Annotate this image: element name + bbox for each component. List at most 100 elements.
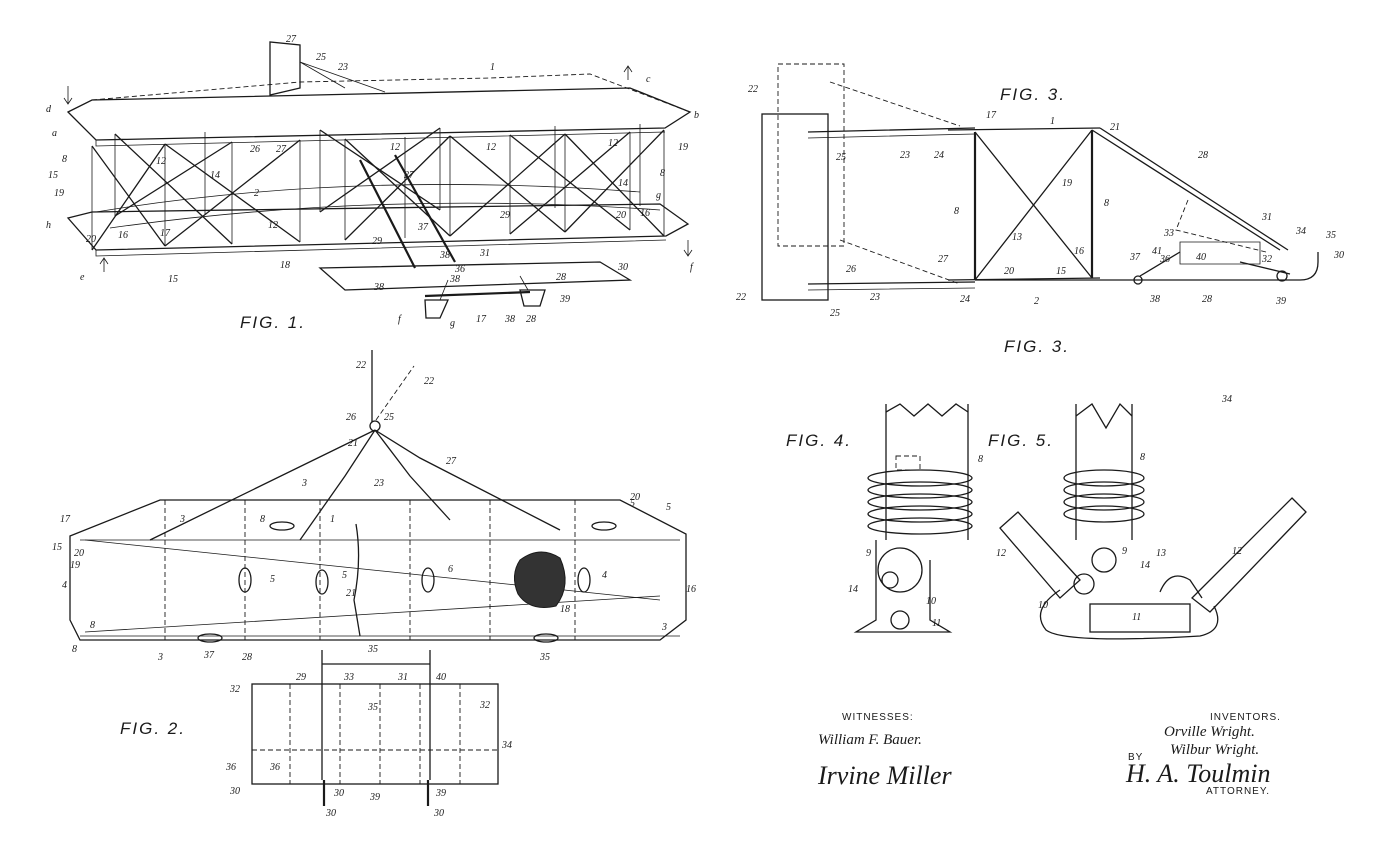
reference-numeral: 32 (479, 700, 490, 711)
reference-numeral: 23 (870, 292, 880, 303)
reference-numeral: f (398, 314, 402, 325)
reference-numeral: 12 (608, 138, 618, 149)
signatures-block: WITNESSES: William F. Bauer. Irvine Mill… (817, 712, 1280, 797)
fig5-lashing (1063, 469, 1145, 523)
fig5-caption: FIG. 5. (988, 431, 1054, 450)
reference-numeral: 36 (269, 762, 280, 773)
reference-numeral: 17 (160, 228, 171, 239)
witness-1-signature: William F. Bauer. (818, 732, 922, 748)
reference-numeral: 19 (70, 560, 80, 571)
reference-numeral: 19 (1062, 178, 1072, 189)
reference-numeral: 30 (333, 788, 344, 799)
reference-numeral: 30 (325, 808, 336, 819)
reference-numeral: g (656, 190, 661, 201)
reference-numeral: 5 (630, 498, 635, 509)
reference-numeral: 26 (250, 144, 260, 155)
reference-numeral: 30 (1333, 250, 1344, 261)
reference-numeral: g (450, 318, 455, 329)
reference-numeral: 35 (539, 652, 550, 663)
reference-numeral: 12 (1232, 546, 1242, 557)
reference-numeral: 37 (417, 222, 429, 233)
reference-numeral: 20 (86, 234, 96, 245)
reference-numeral: 28 (526, 314, 536, 325)
reference-numeral: 4 (602, 570, 607, 581)
reference-numeral: 32 (229, 684, 240, 695)
reference-numeral: 5 (666, 502, 671, 513)
fig5-strut-right (1191, 497, 1307, 613)
reference-numeral: 8 (1104, 198, 1109, 209)
reference-numeral: 5 (342, 570, 347, 581)
reference-numeral: 16 (640, 208, 650, 219)
reference-numeral: 14 (1140, 560, 1150, 571)
reference-numeral: 38 (1149, 294, 1160, 305)
reference-numeral: 20 (630, 492, 640, 503)
reference-numeral: 28 (242, 652, 252, 663)
inventor-1-signature: Orville Wright. (1164, 724, 1255, 740)
reference-numeral: 16 (1074, 246, 1084, 257)
reference-numeral: 9 (1122, 546, 1127, 557)
reference-numeral: 29 (372, 236, 382, 247)
fig2-torn-patch (514, 551, 566, 608)
reference-numeral: 27 (938, 254, 949, 265)
reference-numeral: 23 (900, 150, 910, 161)
reference-numeral: 34 (1221, 394, 1232, 405)
reference-numeral: 28 (1202, 294, 1212, 305)
reference-numeral: 15 (168, 274, 178, 285)
fig1-rudder (269, 41, 301, 96)
reference-numeral: 28 (556, 272, 566, 283)
attorney-label: ATTORNEY. (1206, 786, 1270, 797)
reference-numeral: 20 (616, 210, 626, 221)
reference-numeral: 22 (356, 360, 366, 371)
reference-numeral: 36 (225, 762, 236, 773)
fig1-lever (359, 154, 456, 269)
reference-numeral: 24 (934, 150, 944, 161)
reference-numeral: 20 (74, 548, 84, 559)
reference-numeral: 12 (268, 220, 278, 231)
reference-numeral: 3 (157, 652, 163, 663)
reference-numeral: d (46, 104, 52, 115)
reference-numeral: 15 (1056, 266, 1066, 277)
reference-numeral: 30 (229, 786, 240, 797)
witness-2-signature: Irvine Miller (817, 761, 952, 790)
reference-numeral: 31 (1261, 212, 1272, 223)
fig4-lashing (867, 469, 973, 535)
reference-numeral: 29 (296, 672, 306, 683)
reference-numeral: 35 (367, 702, 378, 713)
reference-numeral: 24 (960, 294, 970, 305)
reference-numeral: 16 (118, 230, 128, 241)
reference-numeral: 30 (617, 262, 628, 273)
reference-numeral: 3 (661, 622, 667, 633)
reference-numeral: 31 (479, 248, 490, 259)
reference-numeral: 16 (686, 584, 696, 595)
reference-numeral: 40 (436, 672, 446, 683)
reference-numeral: 31 (397, 672, 408, 683)
reference-numeral: 8 (260, 514, 265, 525)
reference-numeral: c (646, 74, 651, 85)
reference-numeral: 40 (1196, 252, 1206, 263)
fig1-skid-frame (318, 261, 633, 291)
reference-numeral: 17 (60, 514, 71, 525)
reference-numeral: 21 (348, 438, 358, 449)
reference-numeral: 29 (500, 210, 510, 221)
reference-numeral: 8 (90, 620, 95, 631)
reference-numeral: 10 (1038, 600, 1048, 611)
reference-numeral: 27 (286, 34, 297, 45)
reference-numeral: 30 (433, 808, 444, 819)
reference-numeral: 11 (1132, 612, 1141, 623)
reference-numeral: 25 (316, 52, 326, 63)
reference-numeral: f (690, 262, 694, 273)
reference-numeral: 14 (210, 170, 220, 181)
fig3-struts (973, 130, 1094, 280)
reference-numeral: 22 (736, 292, 746, 303)
reference-numeral: 12 (996, 548, 1006, 559)
reference-numeral: a (52, 128, 57, 139)
reference-numeral: 21 (346, 588, 356, 599)
reference-numeral: 39 (1275, 296, 1286, 307)
reference-numeral: 41 (1152, 246, 1162, 257)
fig3-caption-top: FIG. 3. (1000, 85, 1066, 104)
